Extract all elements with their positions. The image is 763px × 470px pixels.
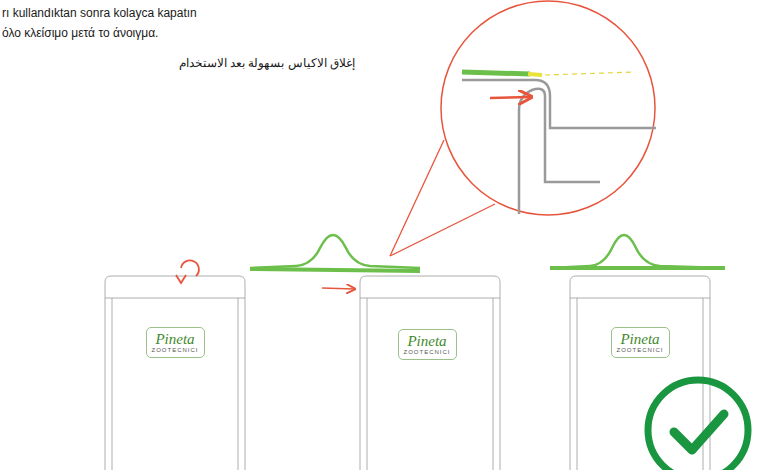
zoom-detail [441, 1, 656, 215]
zoom-leader [390, 140, 444, 256]
check-icon [648, 380, 748, 470]
caption-line: όλο κλείσιμο μετά το άνοιγμα. [2, 26, 158, 40]
brand-label: PinetaZOOTECNICI [611, 327, 670, 358]
brand-name: Pineta [612, 331, 669, 347]
fold-arrow [181, 260, 199, 276]
bag [360, 276, 500, 470]
clip-handle [550, 235, 725, 268]
zoom-leader [390, 204, 495, 256]
brand-label: PinetaZOOTECNICI [398, 329, 457, 360]
brand-subtitle: ZOOTECNICI [399, 349, 456, 356]
brand-name: Pineta [399, 333, 456, 349]
brand-label: PinetaZOOTECNICI [146, 327, 205, 358]
fold-arrow-head [176, 275, 186, 283]
clip-bar [250, 269, 420, 271]
bag [105, 276, 245, 470]
brand-subtitle: ZOOTECNICI [612, 347, 669, 354]
brand-subtitle: ZOOTECNICI [147, 347, 204, 354]
clip-bar [550, 266, 725, 270]
clip-handle [250, 235, 420, 268]
brand-name: Pineta [147, 331, 204, 347]
caption-line: إغلاق الاكياس بسهولة بعد الاستخدام [179, 56, 355, 70]
caption-line: rı kullandıktan sonra kolayca kapatın [2, 6, 197, 20]
slide-arrow [322, 288, 354, 289]
